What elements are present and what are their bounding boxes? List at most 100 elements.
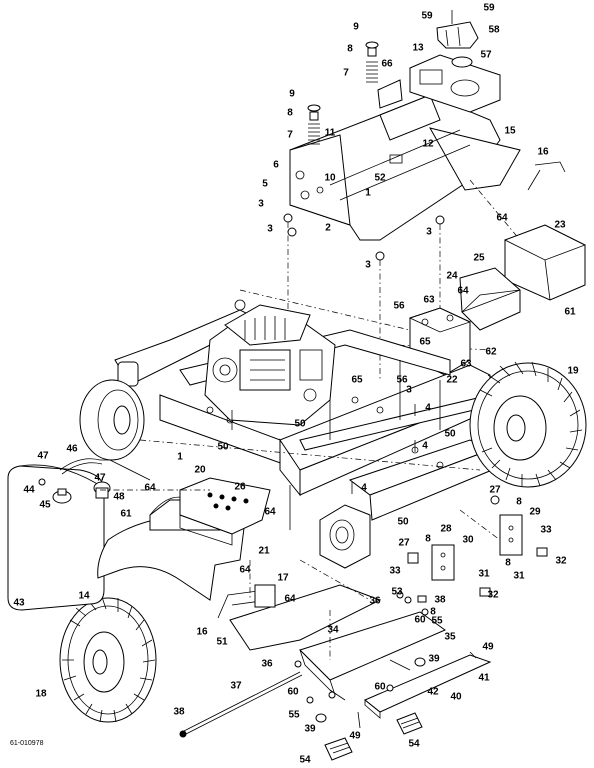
callout-label: 36: [369, 596, 381, 607]
control-rod: [179, 671, 303, 738]
callout-label: 20: [194, 465, 206, 476]
callout-label: 64: [144, 483, 156, 494]
callout-label: 3: [426, 227, 432, 238]
drawing-number: 61-010978: [10, 740, 44, 747]
callout-label: 54: [299, 755, 311, 766]
callout-label: 32: [555, 556, 567, 567]
callout-label: 62: [485, 347, 497, 358]
callout-label: 58: [488, 25, 500, 36]
callout-label: 47: [37, 451, 49, 462]
callout-label: 35: [444, 632, 456, 643]
front-caster-wheel: [79, 379, 145, 461]
callout-label: 45: [39, 500, 51, 511]
console-tray: [377, 54, 501, 113]
callout-label: 31: [513, 571, 525, 582]
callout-label: 17: [277, 573, 289, 584]
callout-label: 56: [393, 301, 405, 312]
callout-label: 66: [381, 59, 393, 70]
callout-label: 63: [423, 295, 435, 306]
callout-label: 61: [564, 307, 576, 318]
callout-label: 64: [457, 286, 469, 297]
callout-label: 18: [35, 689, 47, 700]
rear-wheel-left: [59, 596, 157, 723]
callout-label: 37: [230, 681, 242, 692]
latch-rod-upper: [527, 161, 566, 191]
callout-label: 14: [78, 591, 90, 602]
callout-label: 55: [431, 616, 443, 627]
callout-label: 8: [516, 497, 522, 508]
callout-label: 50: [397, 517, 409, 528]
callout-label: 1: [365, 188, 371, 199]
callout-label: 8: [287, 108, 293, 119]
callout-label: 26: [234, 482, 246, 493]
callout-label: 3: [406, 385, 412, 396]
callout-label: 64: [284, 594, 296, 605]
callout-label: 33: [389, 566, 401, 577]
fuel-line: [59, 458, 151, 499]
callout-label: 7: [287, 130, 293, 141]
callout-label: 46: [66, 444, 78, 455]
callout-label: 4: [425, 403, 431, 414]
callout-label: 10: [324, 173, 336, 184]
callout-label: 16: [196, 627, 208, 638]
callout-label: 43: [13, 598, 25, 609]
callout-label: 21: [258, 546, 270, 557]
callout-label: 27: [398, 538, 410, 549]
pedal-plate: [364, 654, 492, 719]
fuel-tank: [7, 464, 105, 611]
callout-label: 50: [294, 419, 306, 430]
small-hardware: [294, 591, 477, 729]
callout-label: 22: [446, 375, 458, 386]
main-frame: [159, 329, 496, 521]
callout-label: 13: [412, 43, 424, 54]
callout-label: 53: [391, 587, 403, 598]
callout-label: 8: [505, 558, 511, 569]
pedal-right: [396, 712, 423, 735]
callout-label: 32: [487, 590, 499, 601]
callout-label: 60: [374, 682, 386, 693]
callout-label: 30: [462, 535, 474, 546]
bolts: [231, 404, 416, 530]
callout-label: 27: [489, 485, 501, 496]
callout-label: 3: [365, 260, 371, 271]
spring-stack-right: [365, 41, 379, 83]
callout-label: 40: [450, 692, 462, 703]
callout-label: 51: [216, 637, 228, 648]
callout-label: 59: [421, 11, 433, 22]
drive-module: [319, 495, 548, 597]
callout-label: 29: [529, 507, 541, 518]
callout-label: 59: [483, 3, 495, 14]
callout-label: 65: [351, 375, 363, 386]
pedal-left: [324, 737, 353, 761]
spring-stack-left: [307, 104, 321, 145]
callout-label: 36: [261, 659, 273, 670]
callout-label: 60: [287, 687, 299, 698]
callout-label: 1: [177, 452, 183, 463]
callout-label: 61: [120, 509, 132, 520]
callout-label: 38: [173, 707, 185, 718]
callout-label: 9: [289, 89, 295, 100]
callout-label: 16: [537, 147, 549, 158]
callout-label: 65: [419, 337, 431, 348]
callout-label: 31: [478, 569, 490, 580]
front-caster-arm: [114, 309, 262, 387]
callout-label: 39: [304, 724, 316, 735]
callout-label: 11: [325, 128, 336, 139]
callout-label: 9: [353, 22, 359, 33]
control-panel: [179, 477, 271, 546]
callout-label: 63: [460, 359, 472, 370]
callout-label: 2: [325, 223, 331, 234]
callout-label: 3: [267, 224, 273, 235]
battery-tray: [459, 267, 521, 331]
knob-assembly: [436, 10, 479, 68]
callout-label: 6: [273, 160, 279, 171]
callout-label: 41: [478, 673, 490, 684]
mounting-posts: [283, 213, 445, 261]
rear-wheel-right: [469, 361, 587, 488]
callout-label: 28: [440, 524, 452, 535]
callout-label: 44: [23, 485, 35, 496]
callout-label: 8: [347, 44, 353, 55]
callout-label: 4: [361, 483, 367, 494]
alignment-lines-lower: [100, 439, 501, 660]
